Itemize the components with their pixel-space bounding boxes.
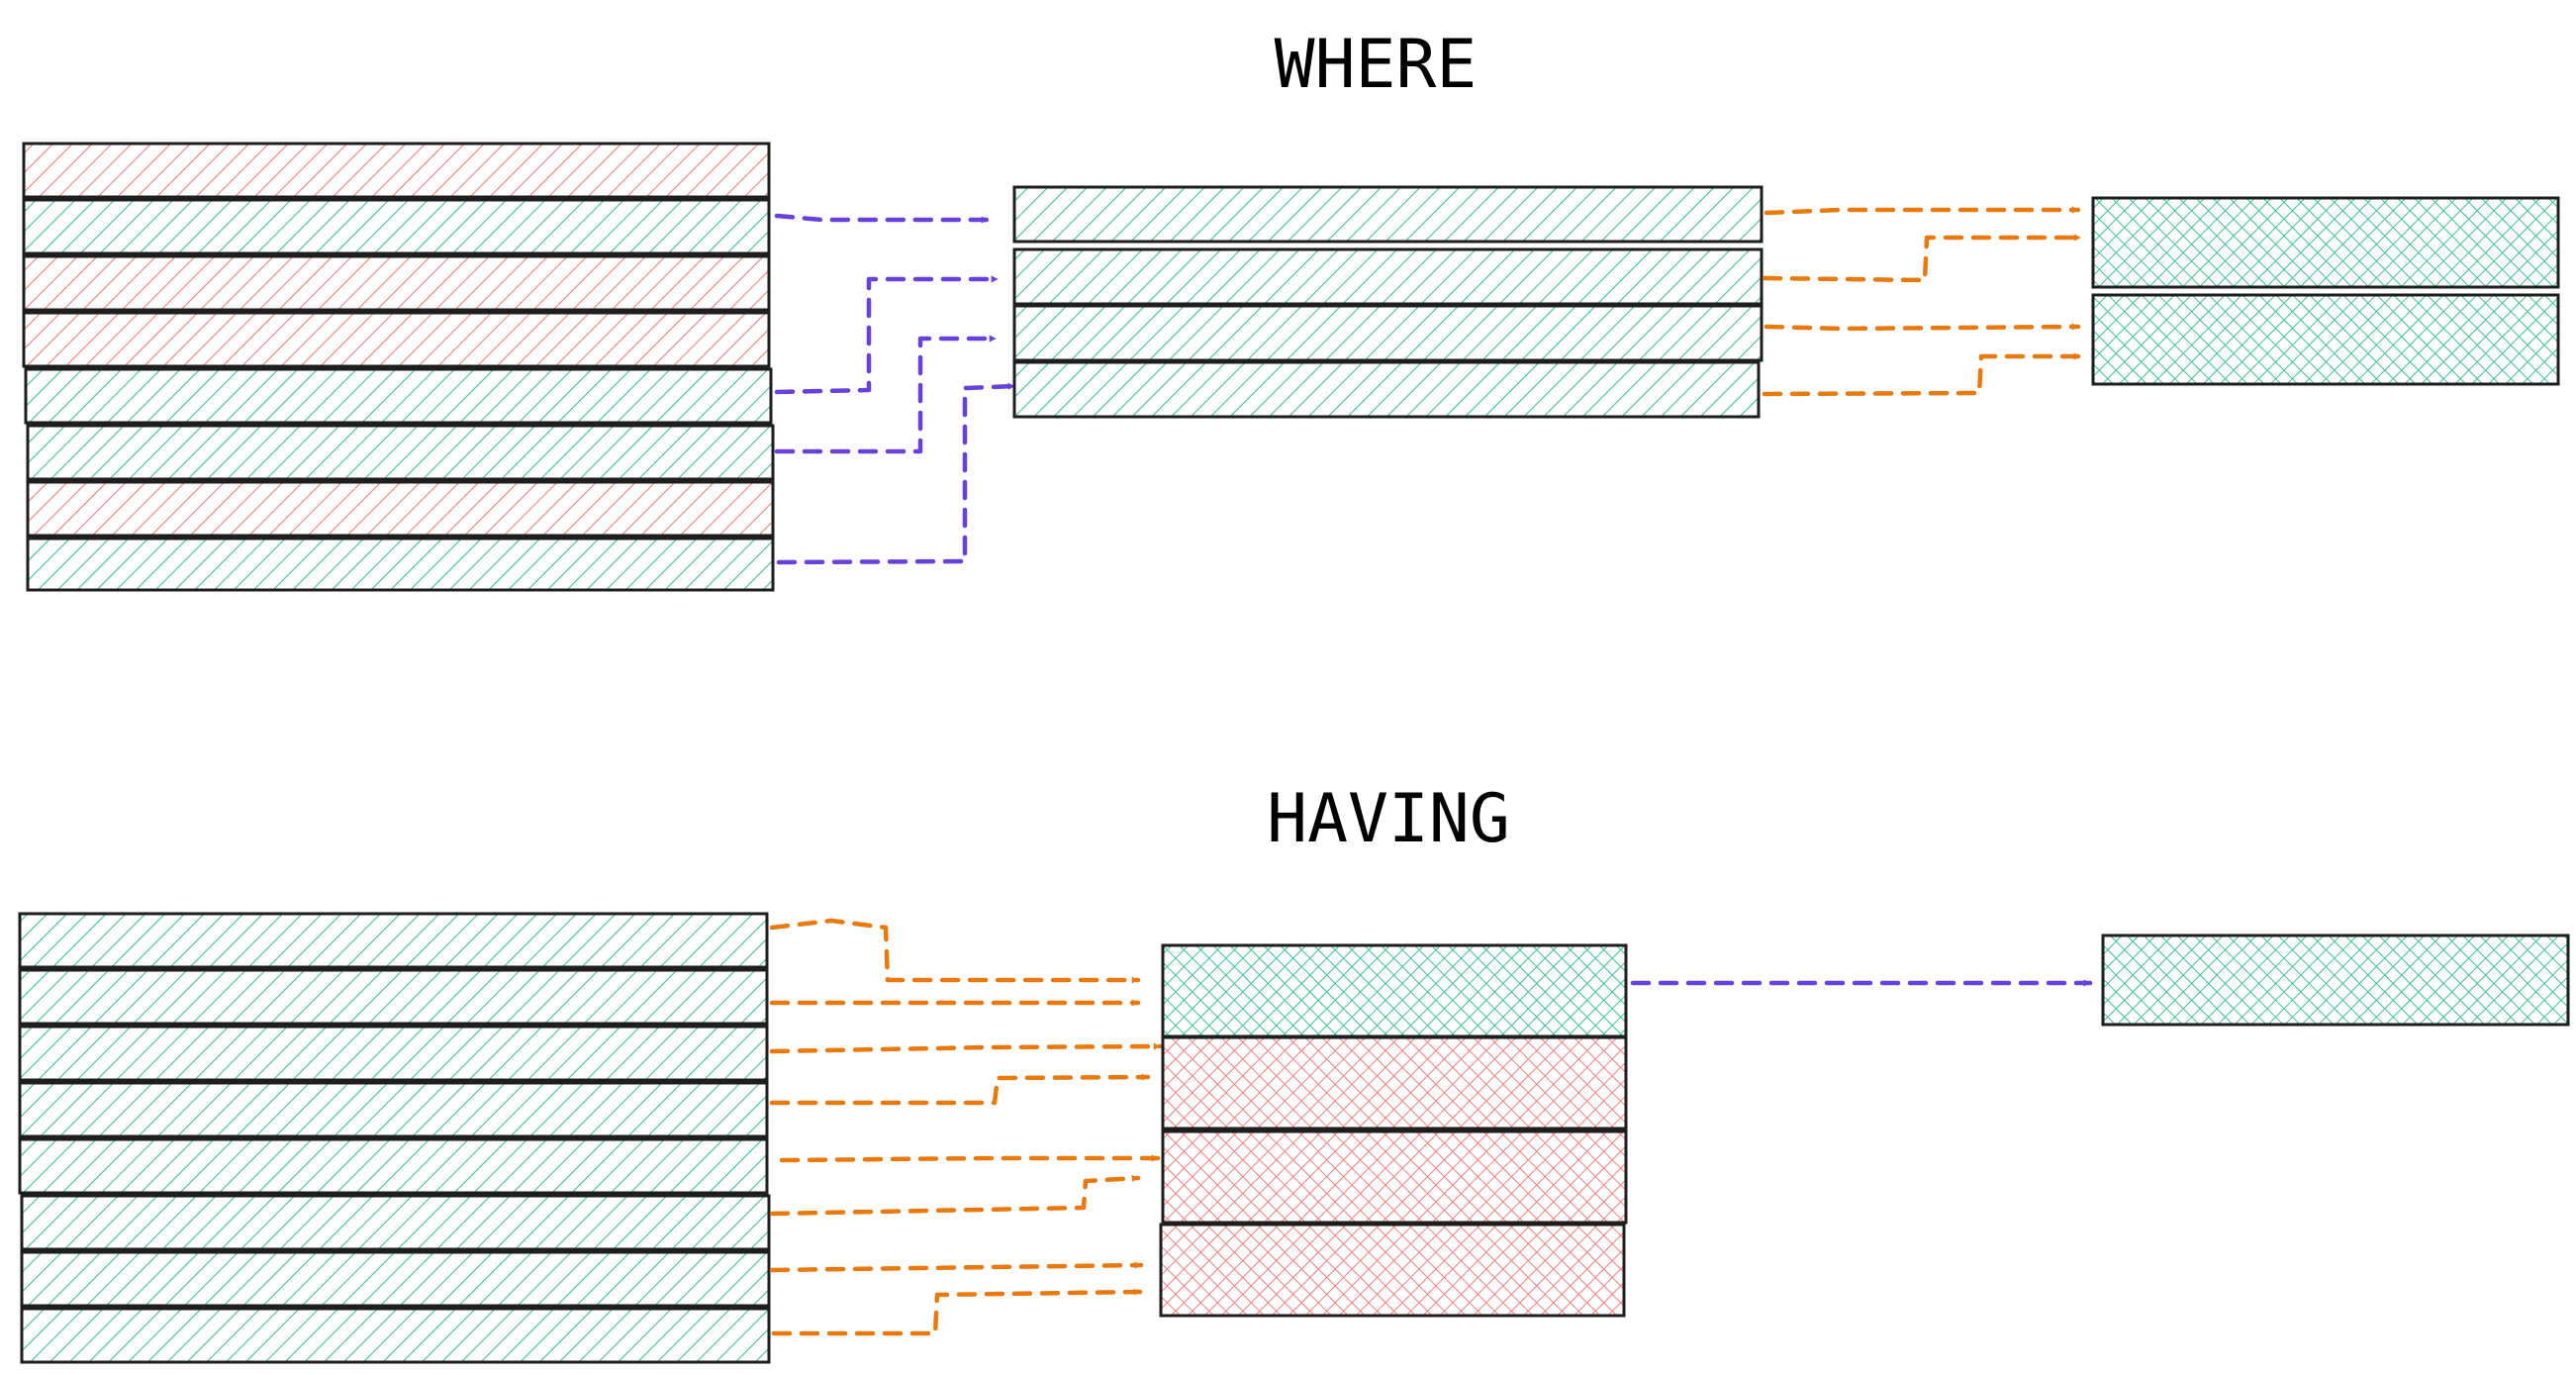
where-filter-arrows (774, 213, 1017, 565)
where-filtered-row-3 (1014, 306, 1762, 360)
where-filtered-row-2 (1014, 249, 1762, 304)
having-grouped-row-1-keep (1163, 945, 1626, 1036)
where-title: WHERE (1275, 26, 1478, 104)
where-group-arrow-3 (1764, 323, 2081, 332)
where-filter-arrow-2 (774, 275, 1001, 395)
where-source-table (22, 142, 775, 592)
having-grouped-row-2-filtered (1163, 1037, 1626, 1129)
where-group-arrows (1762, 206, 2083, 397)
where-source-row-8-keep (28, 539, 773, 590)
having-source-row-6 (22, 1196, 769, 1249)
where-grouped-row-1 (2093, 198, 2558, 287)
having-group-arrow-8 (771, 1288, 1143, 1336)
having-section: HAVING (18, 780, 2570, 1364)
having-group-arrow-4 (769, 1073, 1151, 1106)
having-source-row-8 (22, 1309, 769, 1362)
where-source-row-2-keep (24, 200, 769, 253)
where-filter-arrow-4 (776, 382, 1017, 565)
where-source-row-4-filtered (24, 313, 769, 366)
having-grouped-table (1159, 943, 1628, 1318)
having-group-arrow-3 (769, 1042, 1163, 1054)
where-group-arrow-4 (1762, 352, 2083, 397)
having-source-table (18, 912, 771, 1364)
having-source-row-7 (22, 1252, 769, 1306)
having-group-arrows (769, 918, 1163, 1336)
having-group-arrow-5 (779, 1154, 1161, 1163)
having-result-table (2101, 933, 2570, 1027)
having-group-arrow-7 (769, 1261, 1144, 1273)
having-title: HAVING (1267, 780, 1510, 858)
where-section: WHERE (22, 26, 2560, 592)
having-group-arrow-6 (769, 1174, 1141, 1217)
where-filtered-row-1 (1014, 187, 1762, 242)
having-group-arrow-1 (769, 918, 1141, 984)
where-filter-arrow-3 (774, 335, 999, 454)
having-source-row-4 (20, 1083, 767, 1136)
having-source-row-2 (20, 970, 767, 1024)
having-source-row-5 (20, 1139, 767, 1193)
where-filtered-table (1012, 185, 1764, 419)
having-source-row-3 (20, 1027, 767, 1080)
having-grouped-row-4-filtered (1161, 1225, 1624, 1316)
where-group-arrow-2 (1762, 234, 2083, 283)
where-source-row-3-filtered (24, 256, 769, 310)
where-grouped-table (2091, 196, 2560, 386)
where-source-row-7-filtered (28, 482, 773, 536)
where-filter-arrow-1 (774, 213, 991, 224)
where-source-row-6-keep (28, 426, 773, 479)
where-grouped-row-2 (2093, 295, 2558, 384)
where-source-row-5-keep (26, 369, 771, 423)
where-filtered-row-4 (1014, 362, 1759, 417)
where-source-row-1-filtered (24, 144, 769, 197)
having-result-row-1 (2103, 935, 2568, 1025)
having-grouped-row-3-filtered (1163, 1131, 1626, 1223)
where-group-arrow-1 (1764, 206, 2081, 216)
having-source-row-1 (20, 914, 767, 967)
